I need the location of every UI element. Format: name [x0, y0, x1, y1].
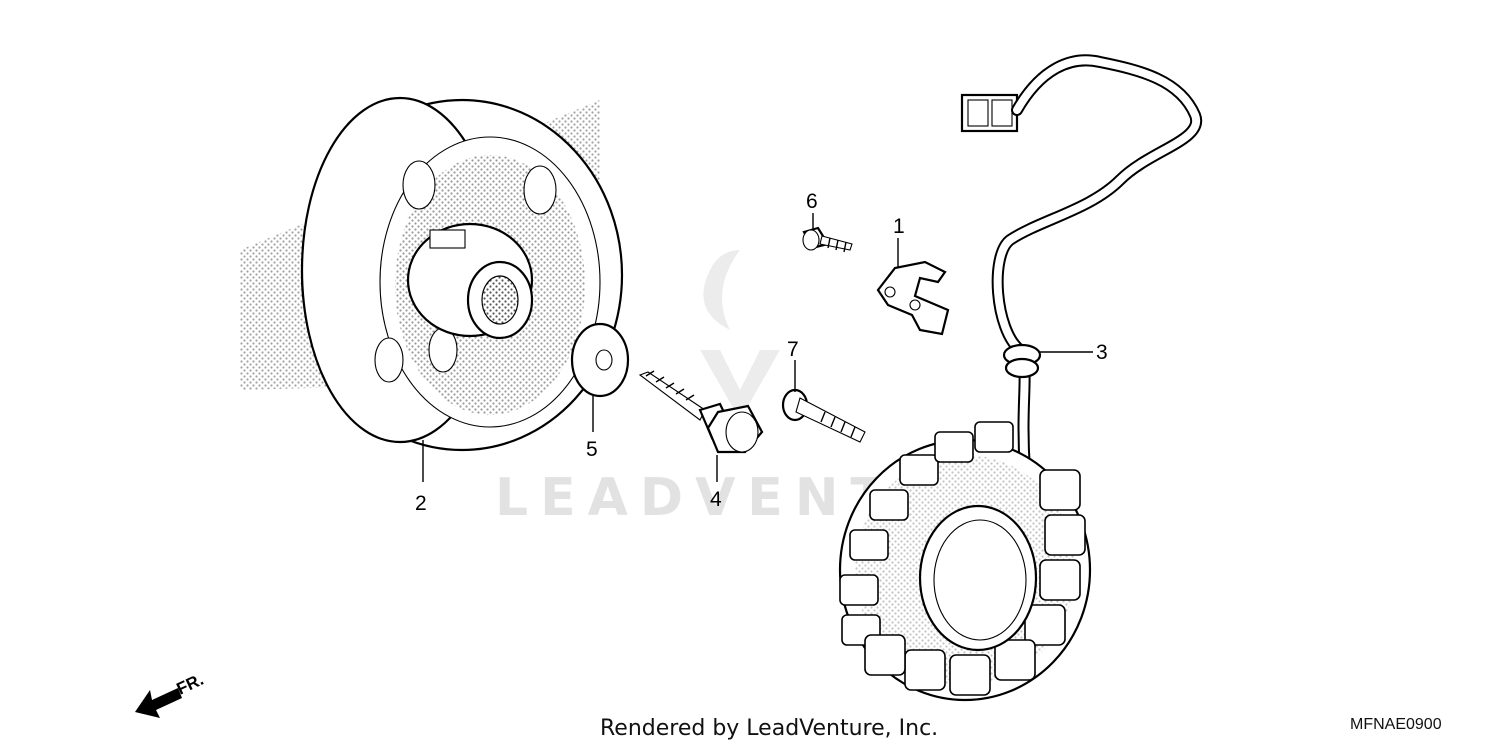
callout-6: 6: [806, 190, 818, 213]
washer: [570, 322, 630, 432]
small-bolt-6: [802, 213, 853, 253]
callout-4: 4: [710, 488, 722, 511]
flange-bolt: [638, 370, 764, 482]
flywheel-rotor: [240, 96, 624, 482]
callout-2: 2: [415, 492, 427, 515]
render-credit: Rendered by LeadVenture, Inc.: [600, 716, 939, 741]
bolt-7: [781, 360, 866, 443]
diagram-code: MFNAE0900: [1350, 716, 1442, 733]
stator-assembly: [838, 54, 1203, 702]
callout-1: 1: [893, 215, 905, 238]
front-direction-arrow: FR.: [135, 670, 207, 718]
wire-bracket: [876, 238, 950, 336]
stator-coils: [839, 421, 1086, 696]
callout-7: 7: [787, 338, 799, 361]
callout-5: 5: [586, 438, 598, 461]
callout-3: 3: [1096, 341, 1108, 364]
